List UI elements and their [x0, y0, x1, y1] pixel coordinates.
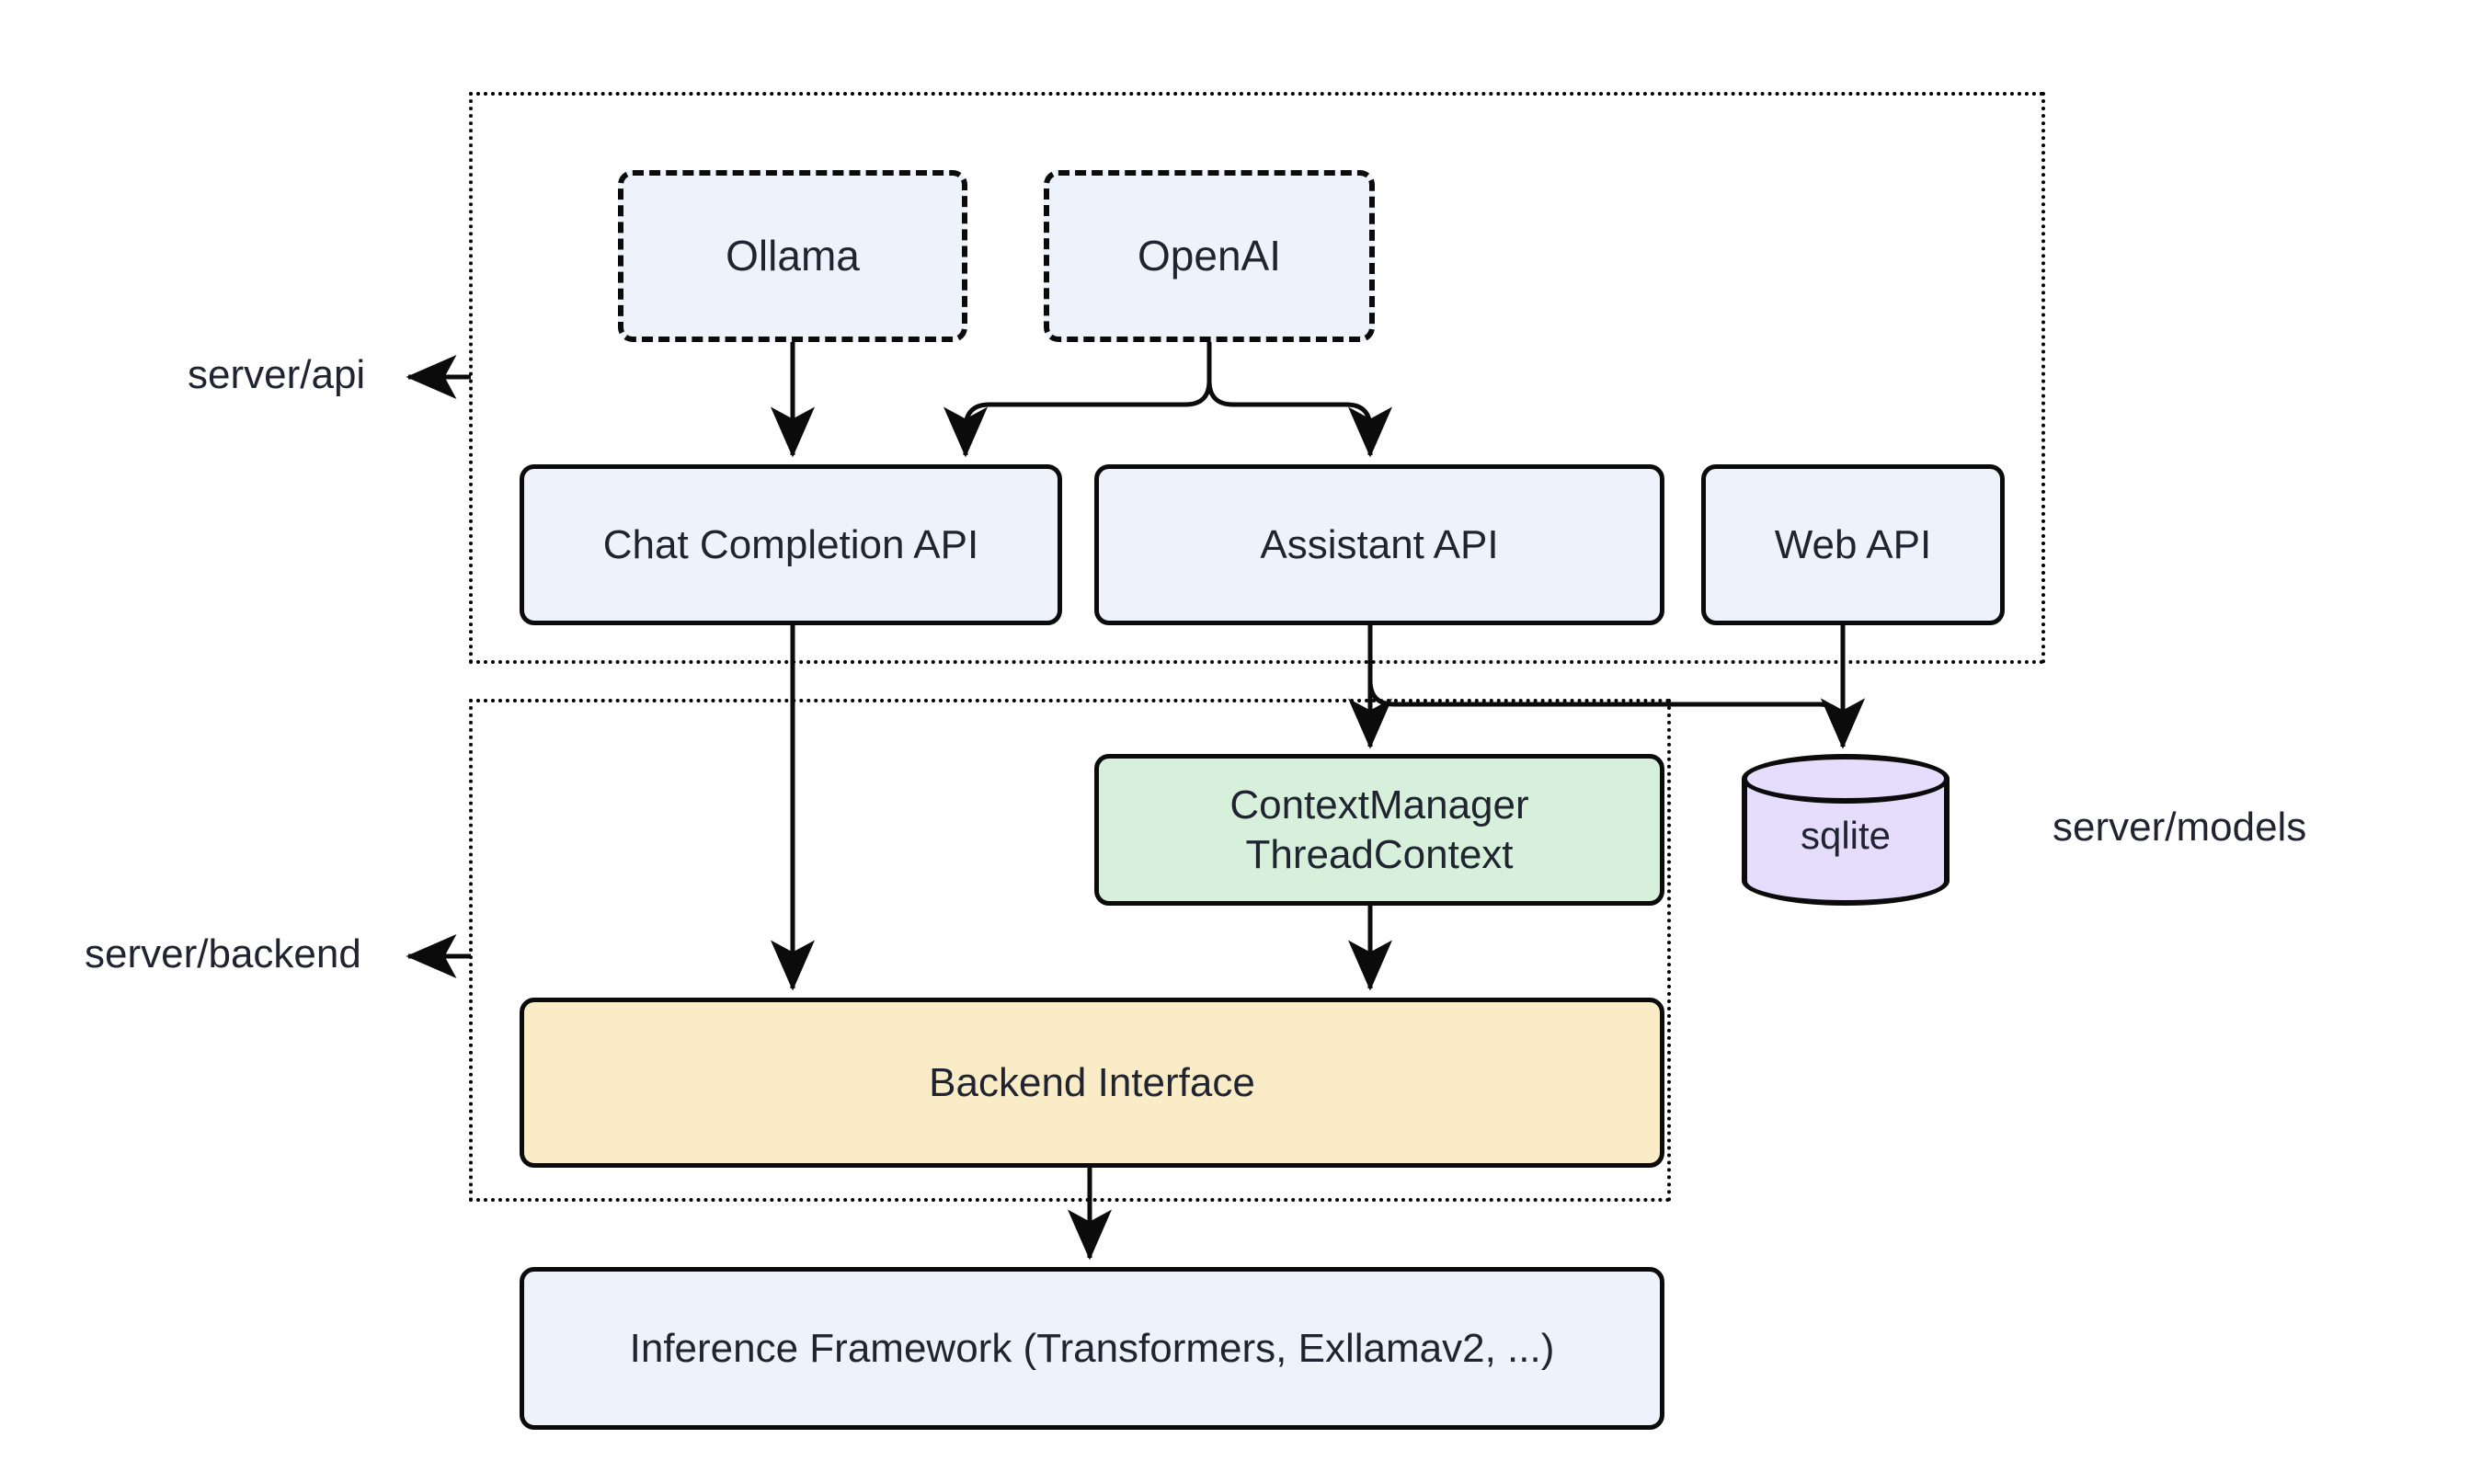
- node-inference-framework[interactable]: Inference Framework (Transformers, Exlla…: [520, 1267, 1664, 1430]
- node-context-manager-label-line2: ThreadContext: [1245, 831, 1514, 877]
- node-sqlite-label: sqlite: [1800, 814, 1892, 858]
- node-sqlite-database[interactable]: sqlite: [1742, 754, 1950, 906]
- node-openai[interactable]: OpenAI: [1044, 170, 1375, 342]
- node-assistant-api-label: Assistant API: [1260, 521, 1499, 567]
- node-chat-completion-api[interactable]: Chat Completion API: [520, 464, 1062, 625]
- group-container-server-backend: [469, 699, 1671, 1202]
- group-label-server-api: server/api: [188, 352, 366, 397]
- node-context-manager-label-line1: ContextManager: [1229, 782, 1529, 828]
- label-server-models: server/models: [2053, 805, 2307, 850]
- node-ollama[interactable]: Ollama: [618, 170, 967, 342]
- node-web-api-label: Web API: [1774, 521, 1932, 567]
- group-container-server-api: [469, 92, 2045, 664]
- node-context-manager[interactable]: ContextManager ThreadContext: [1094, 754, 1664, 906]
- node-assistant-api[interactable]: Assistant API: [1094, 464, 1664, 625]
- node-backend-interface-label: Backend Interface: [929, 1059, 1255, 1105]
- node-openai-label: OpenAI: [1138, 232, 1281, 280]
- group-label-server-backend: server/backend: [85, 931, 361, 976]
- node-inference-framework-label: Inference Framework (Transformers, Exlla…: [629, 1325, 1555, 1371]
- node-chat-completion-api-label: Chat Completion API: [602, 521, 979, 567]
- node-ollama-label: Ollama: [726, 232, 860, 280]
- cylinder-cap: [1742, 754, 1950, 804]
- node-backend-interface[interactable]: Backend Interface: [520, 998, 1664, 1168]
- node-web-api[interactable]: Web API: [1701, 464, 2005, 625]
